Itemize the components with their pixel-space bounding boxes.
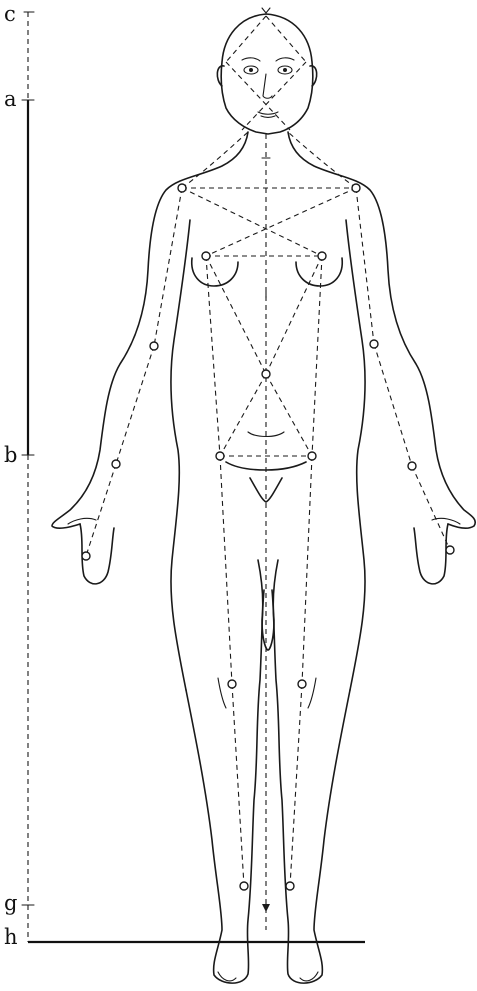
- joint-marker: [202, 252, 210, 260]
- joint-marker: [446, 546, 454, 554]
- joint-marker: [228, 680, 236, 688]
- joint-marker: [308, 452, 316, 460]
- joint-marker: [370, 340, 378, 348]
- joint-marker: [112, 460, 120, 468]
- joint-marker: [216, 452, 224, 460]
- head: [217, 8, 316, 134]
- joint-marker: [82, 552, 90, 560]
- legs: [186, 560, 350, 983]
- joint-markers: [82, 184, 454, 912]
- joint-marker: [408, 462, 416, 470]
- joint-marker: [352, 184, 360, 192]
- joint-marker: [150, 342, 158, 350]
- joint-marker: [286, 882, 294, 890]
- height-scale: [22, 12, 365, 942]
- joint-marker: [240, 882, 248, 890]
- joint-marker: [298, 680, 306, 688]
- joint-marker: [178, 184, 186, 192]
- arms: [68, 518, 460, 584]
- joint-marker: [262, 370, 270, 378]
- construction-lines: [86, 16, 450, 930]
- joint-marker: [318, 252, 326, 260]
- arrow-marker: [262, 904, 270, 912]
